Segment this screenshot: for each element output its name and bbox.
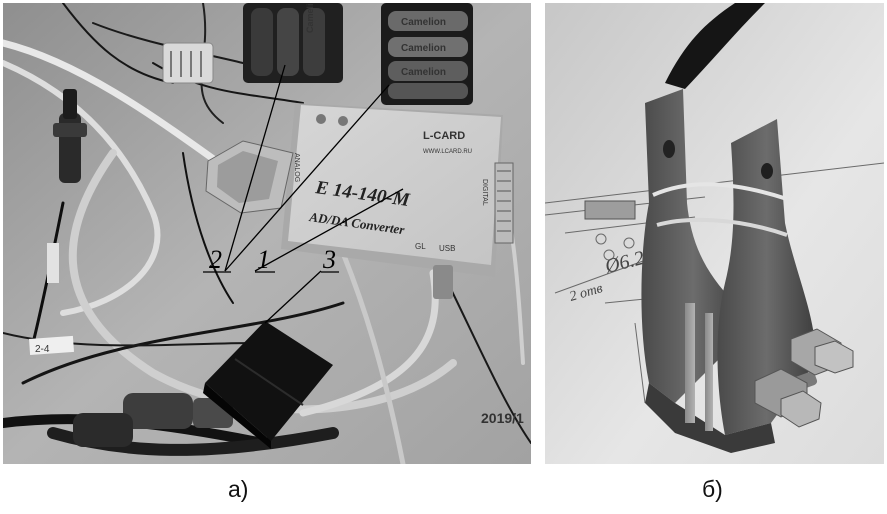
callout-leader-lines — [203, 64, 404, 324]
cable — [665, 3, 765, 89]
photo-b-clamp-detail: Ø6.2 2 отв — [545, 3, 884, 464]
adc-module — [281, 103, 503, 277]
port-usb-label: USB — [439, 244, 455, 253]
round-connectors — [53, 89, 233, 447]
usb-plug — [433, 265, 453, 299]
photo-b-scene: Ø6.2 2 отв — [545, 3, 884, 464]
battery-label-3: Camelion — [401, 67, 446, 78]
port-gl-label: GL — [415, 242, 426, 251]
digital-connector — [494, 162, 514, 244]
nuts-and-bolts — [754, 328, 854, 428]
photo-timestamp: 2019/1 — [481, 410, 524, 426]
db-connector — [205, 140, 294, 214]
battery-label-2: Camelion — [401, 43, 446, 54]
cable-tag-label: 2-4 — [35, 344, 50, 355]
device-brand: L-CARD — [423, 130, 465, 142]
cable-tag: 2-4 — [29, 243, 75, 355]
photo-a-measurement-setup: Camelion Camelion Camelion Camelion L-CA… — [3, 3, 531, 464]
battery-label-4: Camelion — [305, 3, 315, 33]
battery-pack-left — [243, 3, 343, 83]
callout-3: 3 — [322, 245, 336, 274]
callout-1: 1 — [257, 245, 270, 274]
caption-b: б) — [702, 476, 723, 502]
callout-2: 2 — [209, 245, 222, 274]
port-digital-label: DIGITAL — [481, 179, 488, 206]
battery-label-1: Camelion — [401, 17, 446, 28]
device-url: WWW.LCARD.RU — [423, 149, 472, 155]
photo-a-scene: Camelion Camelion Camelion Camelion L-CA… — [3, 3, 531, 464]
port-analog-label: ANALOG — [293, 153, 300, 182]
black-box — [203, 321, 333, 449]
technical-drawing — [545, 162, 884, 404]
battery-pack-right — [381, 3, 473, 105]
caption-a: а) — [228, 476, 249, 502]
